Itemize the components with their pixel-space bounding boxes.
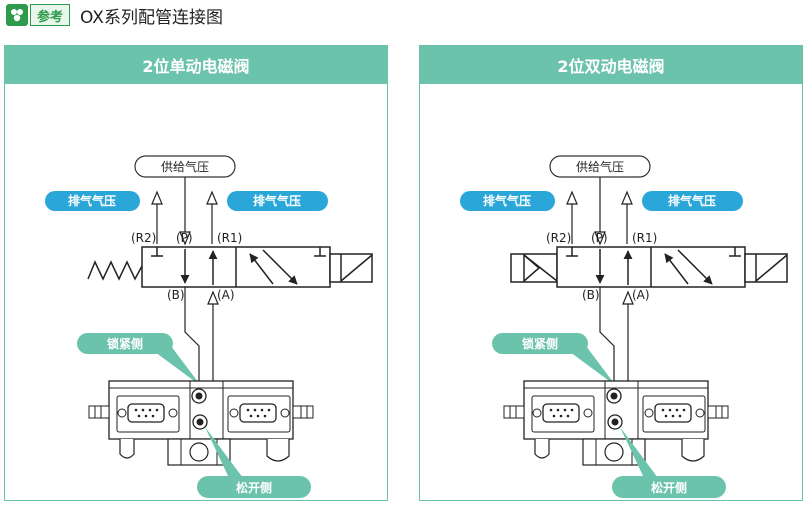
svg-text:供给气压: 供给气压 <box>576 159 624 174</box>
brand-logo-icon <box>6 4 28 26</box>
exhaust-arrow-r1 <box>206 190 218 244</box>
port-p-label: (P) <box>591 231 608 245</box>
piping-diagram: 供给气压 排气气压 排气气压 (R2) (P) (R1) <box>460 155 788 498</box>
port-p-label: (P) <box>176 231 193 245</box>
exhaust-pressure-right: 排气气压 <box>642 191 743 211</box>
svg-text:松开侧: 松开侧 <box>236 480 272 495</box>
page-title: OX系列配管连接图 <box>80 7 223 28</box>
release-side-callout: 松开侧 <box>612 427 726 498</box>
svg-text:排气气压: 排气气压 <box>483 193 531 208</box>
double-solenoid-panel: 2位双动电磁阀 供给气压 排气气压 排气气压 (R2) (P) (R1) <box>419 45 803 501</box>
port-r2-label: (R2) <box>546 231 571 245</box>
right-solenoid-symbol <box>329 253 373 283</box>
svg-text:排气气压: 排气气压 <box>253 193 301 208</box>
svg-text:供给气压: 供给气压 <box>161 159 209 174</box>
exhaust-pressure-right: 排气气压 <box>227 191 328 211</box>
port-r1-label: (R1) <box>632 231 657 245</box>
release-side-callout: 松开侧 <box>197 427 311 498</box>
port-a-label: (A) <box>632 288 650 302</box>
port-b-label: (B) <box>582 288 600 302</box>
reference-badge: 参考 <box>30 4 71 26</box>
return-spring-symbol <box>87 260 143 281</box>
left-solenoid-symbol <box>510 253 558 283</box>
port-r1-label: (R1) <box>217 231 242 245</box>
svg-text:松开侧: 松开侧 <box>651 480 687 495</box>
valve-symbol <box>556 246 746 288</box>
exhaust-pressure-left: 排气气压 <box>45 191 140 211</box>
supply-arrow-p <box>179 177 191 246</box>
panel-title: 2位双动电磁阀 <box>420 46 802 84</box>
valve-symbol <box>141 246 331 288</box>
svg-text:锁紧侧: 锁紧侧 <box>522 336 558 351</box>
port-b-label: (B) <box>167 288 185 302</box>
piping-diagram: 供给气压 排气气压 排气气压 (R2) (P) (R1) <box>45 155 373 498</box>
page-header: 参考 OX系列配管连接图 <box>6 4 223 28</box>
single-solenoid-panel: 2位单动电磁阀 供给气压 排气气压 排气气压 (R2) (P) (R1) <box>4 45 388 501</box>
svg-text:排气气压: 排气气压 <box>668 193 716 208</box>
manifold-block <box>88 380 314 466</box>
right-solenoid-symbol <box>744 253 788 283</box>
supply-arrow-p <box>594 177 606 246</box>
exhaust-arrow-r1 <box>621 190 633 244</box>
panel-title: 2位单动电磁阀 <box>5 46 387 84</box>
exhaust-arrow-r2 <box>566 190 578 244</box>
supply-pressure-label: 供给气压 <box>134 155 236 178</box>
exhaust-arrow-r2 <box>151 190 163 244</box>
port-a-label: (A) <box>217 288 235 302</box>
exhaust-pressure-left: 排气气压 <box>460 191 555 211</box>
manifold-block <box>503 380 729 466</box>
svg-text:排气气压: 排气气压 <box>68 193 116 208</box>
svg-text:锁紧侧: 锁紧侧 <box>107 336 143 351</box>
lock-side-callout: 锁紧侧 <box>77 333 201 386</box>
supply-pressure-label: 供给气压 <box>549 155 651 178</box>
lock-side-callout: 锁紧侧 <box>492 333 616 386</box>
port-r2-label: (R2) <box>131 231 156 245</box>
